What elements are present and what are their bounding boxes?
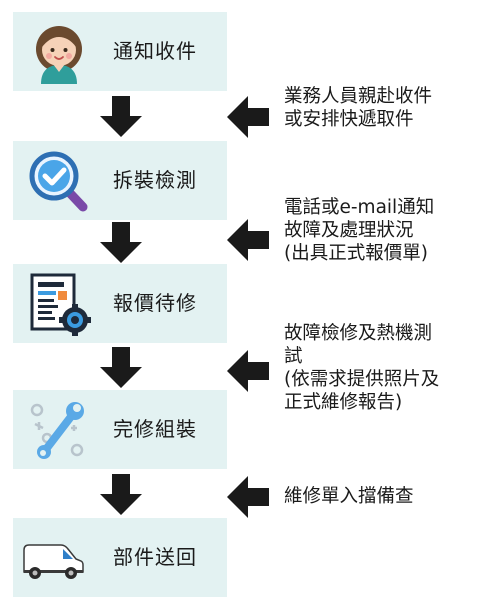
down-arrow-icon: [100, 474, 142, 515]
down-arrow-icon: [100, 347, 142, 388]
note-line: 電話或e-mail通知: [284, 197, 435, 218]
step-label: 通知收件: [113, 39, 197, 63]
note-line: 故障及處理狀況: [284, 220, 414, 241]
note-pickup: 業務人員親赴收件 或安排快遞取件: [284, 85, 432, 131]
person-avatar-icon: [36, 26, 82, 84]
step-box-notify: 通知收件: [13, 12, 227, 91]
step-label: 拆裝檢測: [113, 168, 197, 192]
note-line: 正式維修報告): [284, 392, 403, 413]
down-arrow-icon: [100, 222, 142, 263]
note-notify: 電話或e-mail通知 故障及處理狀況 (出具正式報價單): [284, 196, 434, 265]
step-label: 部件送回: [113, 545, 197, 569]
van-icon: [23, 544, 84, 579]
note-line: (出具正式報價單): [284, 243, 428, 264]
step-box-quote: 報價待修: [13, 264, 227, 343]
left-arrow-icon: [227, 476, 269, 518]
step-label: 完修組裝: [113, 417, 197, 441]
step-label: 報價待修: [113, 291, 197, 315]
step-box-repair: 完修組裝: [13, 390, 227, 469]
note-line: (依需求提供照片及: [284, 369, 440, 390]
document-gear-icon: [30, 273, 91, 336]
left-arrow-icon: [227, 350, 269, 392]
note-archive: 維修單入擋備查: [284, 485, 414, 508]
note-line: 業務人員親赴收件: [284, 86, 433, 107]
note-repair: 故障檢修及熱機測 試 (依需求提供照片及 正式維修報告): [284, 322, 439, 414]
tools-icon: [30, 402, 84, 459]
magnifier-check-icon: [29, 151, 88, 212]
step-box-return: 部件送回: [13, 518, 227, 597]
left-arrow-icon: [227, 219, 269, 261]
down-arrow-icon: [100, 96, 142, 137]
note-line: 維修單入擋備查: [284, 486, 414, 507]
note-line: 或安排快遞取件: [284, 109, 414, 130]
step-box-inspect: 拆裝檢測: [13, 141, 227, 220]
left-arrow-icon: [227, 96, 269, 138]
note-line: 試: [284, 346, 303, 367]
note-line: 故障檢修及熱機測: [284, 323, 433, 344]
